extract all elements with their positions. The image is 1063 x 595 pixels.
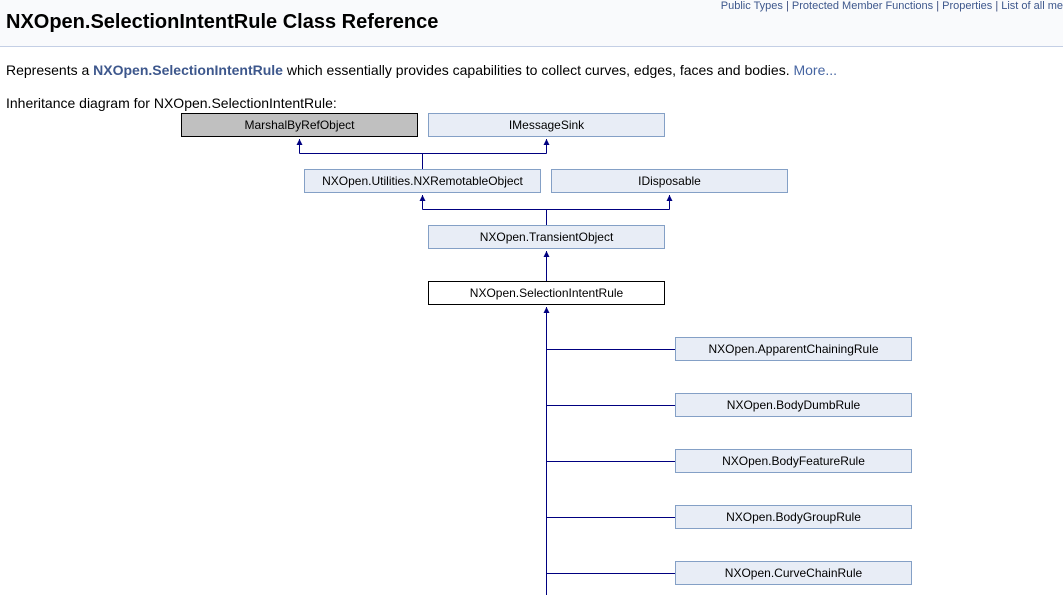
brief-prefix: Represents a	[6, 62, 94, 78]
class-node-bodydumbrule[interactable]: NXOpen.BodyDumbRule	[675, 393, 912, 417]
protected-member-functions-link[interactable]: Protected Member Functions	[791, 0, 934, 12]
class-node-imessagesink[interactable]: IMessageSink	[428, 113, 665, 137]
more-link[interactable]: More...	[793, 62, 838, 78]
class-node-idisposable[interactable]: IDisposable	[551, 169, 788, 193]
class-node-curvechainrule[interactable]: NXOpen.CurveChainRule	[675, 561, 912, 585]
class-node-apparentchainingrule[interactable]: NXOpen.ApparentChainingRule	[675, 337, 912, 361]
page-title: NXOpen.SelectionIntentRule Class Referen…	[6, 11, 439, 33]
separator: |	[933, 0, 943, 12]
public-types-link[interactable]: Public Types	[720, 0, 783, 12]
summary-links: Public Types | Protected Member Function…	[721, 0, 1063, 14]
inheritance-diagram-label: Inheritance diagram for NXOpen.Selection…	[6, 95, 337, 111]
separator: |	[992, 0, 1002, 12]
class-node-bodygrouprule[interactable]: NXOpen.BodyGroupRule	[675, 505, 912, 529]
list-of-all-members-link[interactable]: List of all me	[1001, 0, 1063, 12]
page-header: Public Types | Protected Member Function…	[0, 0, 1063, 47]
class-node-nxremotableobject[interactable]: NXOpen.Utilities.NXRemotableObject	[304, 169, 541, 193]
class-link[interactable]: NXOpen.SelectionIntentRule	[93, 62, 283, 78]
brief-description: Represents a NXOpen.SelectionIntentRule …	[6, 62, 837, 79]
brief-suffix: which essentially provides capabilities …	[282, 62, 794, 78]
properties-link[interactable]: Properties	[942, 0, 993, 12]
class-node-selectionintentrule: NXOpen.SelectionIntentRule	[428, 281, 665, 305]
class-node-transientobject[interactable]: NXOpen.TransientObject	[428, 225, 665, 249]
class-node-marshalbyrefobject[interactable]: MarshalByRefObject	[181, 113, 418, 137]
class-node-bodyfeaturerule[interactable]: NXOpen.BodyFeatureRule	[675, 449, 912, 473]
separator: |	[782, 0, 792, 12]
